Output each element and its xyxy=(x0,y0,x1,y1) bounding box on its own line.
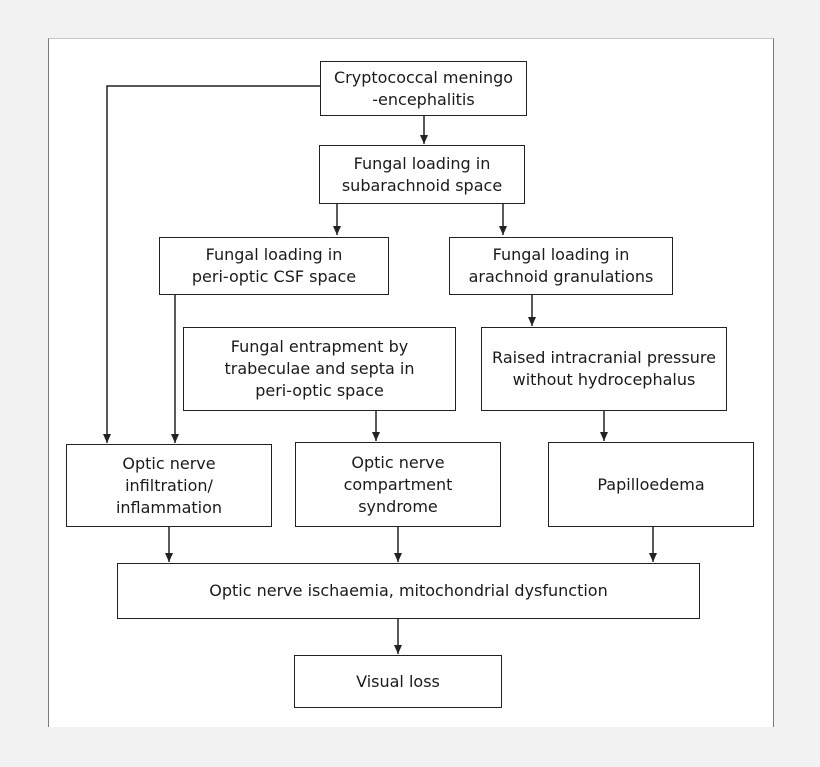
node-visual-loss-label: Visual loss xyxy=(356,671,440,691)
node-visual-loss: Visual loss xyxy=(294,655,502,708)
node-optic-nerve-ischaemia: Optic nerve ischaemia, mitochondrial dys… xyxy=(117,563,700,619)
node-subarachnoid-label: Fungal loading in subarachnoid space xyxy=(341,153,503,195)
node-cryptococcal-label: Cryptococcal meningo -encephalitis xyxy=(333,67,514,109)
node-fungal-arachnoid-granulations: Fungal loading in arachnoid granulations xyxy=(449,237,673,295)
node-papilloedema: Papilloedema xyxy=(548,442,754,527)
node-raised-icp-label: Raised intracranial pressure without hyd… xyxy=(492,348,716,389)
node-papilloedema-label: Papilloedema xyxy=(597,474,705,494)
node-optic-nerve-compartment: Optic nerve compartment syndrome xyxy=(295,442,501,527)
node-fungal-perioptic-csf: Fungal loading in peri-optic CSF space xyxy=(159,237,389,295)
node-entrapment-label: Fungal entrapment by trabeculae and sept… xyxy=(224,337,415,400)
node-ischaemia-label: Optic nerve ischaemia, mitochondrial dys… xyxy=(209,581,608,600)
node-perioptic-csf-label: Fungal loading in peri-optic CSF space xyxy=(191,245,357,286)
node-arachnoid-label: Fungal loading in arachnoid granulations xyxy=(468,245,654,286)
node-cryptococcal-meningoencephalitis: Cryptococcal meningo -encephalitis xyxy=(320,61,527,116)
node-compartment-label: Optic nerve compartment syndrome xyxy=(343,452,453,516)
node-optic-nerve-infiltration: Optic nerve infiltration/ inflammation xyxy=(66,444,272,527)
node-raised-intracranial-pressure: Raised intracranial pressure without hyd… xyxy=(481,327,727,411)
node-fungal-entrapment: Fungal entrapment by trabeculae and sept… xyxy=(183,327,456,411)
node-infiltration-label: Optic nerve infiltration/ inflammation xyxy=(115,453,223,517)
node-fungal-subarachnoid: Fungal loading in subarachnoid space xyxy=(319,145,525,204)
